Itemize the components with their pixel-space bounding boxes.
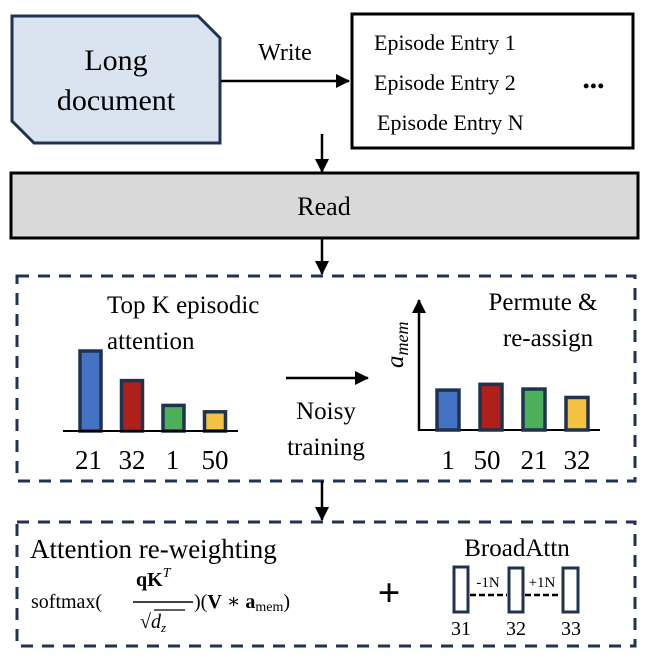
formula-close: )(: [194, 591, 208, 613]
bar-label-50: 50: [202, 445, 229, 475]
broadattn-node-32: [507, 566, 525, 614]
bar-32: [564, 395, 590, 432]
bar-label-21: 21: [521, 445, 548, 475]
read-block: Read: [9, 171, 640, 240]
bar-label-32: 32: [564, 445, 591, 475]
formula-z: z: [160, 620, 166, 635]
episode-box-frame: [350, 12, 635, 150]
topk-title-line2: attention: [107, 328, 195, 355]
bar-32: [119, 378, 145, 433]
long-document-shape: [10, 14, 222, 145]
broadattn-node-label-32: 32: [506, 618, 526, 640]
noisy-label-line1: Noisy: [296, 398, 356, 425]
svg-text:)(V ∗ amem): )(V ∗ amem): [194, 591, 290, 615]
read-label: Read: [297, 192, 350, 221]
reweight-panel: Attention re-weighting softmax( qKT √dz …: [30, 534, 581, 640]
broadattn-node-33: [561, 566, 580, 614]
topk-title-line1: Top K episodic: [107, 292, 259, 319]
episode-entry-1: Episode Entry 1: [374, 30, 516, 55]
formula-V: V: [207, 591, 222, 613]
bar-label-32: 32: [119, 445, 146, 475]
write-arrow: Write: [221, 40, 350, 88]
long-document-label-line2: document: [57, 84, 176, 117]
long-document-label-line1: Long: [84, 44, 147, 77]
broadattn-node-label-33: 33: [561, 618, 581, 640]
broadattn-link-label-minus: -1N: [476, 575, 499, 591]
formula-a: a: [245, 591, 255, 613]
read-box: [9, 171, 640, 240]
formula-end: ): [283, 591, 290, 613]
bar-label-21: 21: [75, 445, 102, 475]
amem-axis-label: amem: [382, 322, 412, 369]
episode-entry-2: Episode Entry 2: [374, 70, 516, 95]
amem-label-sub: mem: [392, 322, 412, 356]
bar-label-1: 1: [166, 445, 180, 475]
amem-label-main: a: [382, 356, 409, 369]
bar-21: [521, 387, 547, 432]
reweight-panel-frame: [15, 520, 637, 648]
svg-text:√dz: √dz: [140, 611, 166, 635]
bar-1: [161, 403, 186, 433]
formula-star: ∗: [222, 591, 246, 613]
topk-panel: Top K episodic attention 21 32 1 50 Noisy t…: [63, 289, 600, 475]
plus-icon: +: [378, 570, 401, 615]
formula-K: K: [147, 569, 163, 591]
ellipsis-icon: •••: [583, 76, 605, 96]
noisy-label-line2: training: [287, 434, 365, 461]
broadattn-title: BroadAttn: [464, 535, 570, 562]
formula-d: d: [151, 611, 162, 633]
formula-a-sub: mem: [255, 600, 283, 615]
topk-panel-frame: [15, 274, 637, 483]
svg-text:amem: amem: [382, 322, 412, 369]
episode-entry-n: Episode Entry N: [377, 110, 524, 135]
bar-50: [478, 382, 504, 432]
bar-50: [202, 410, 228, 433]
formula-softmax: softmax(: [31, 591, 102, 613]
formula-sqrt: √: [140, 611, 151, 633]
episode-memory-box: Episode Entry 1 Episode Entry 2 Episode …: [350, 12, 635, 150]
permute-title-line2: re-assign: [503, 325, 594, 352]
bar-label-1: 1: [441, 445, 455, 475]
svg-text:qKT: qKT: [136, 566, 172, 591]
broadattn-node-31: [452, 565, 470, 614]
formula-T: T: [163, 566, 172, 581]
reweight-title: Attention re-weighting: [30, 534, 277, 564]
bar-label-50: 50: [474, 445, 501, 475]
formula-q: q: [136, 569, 147, 591]
long-document-node: Long document: [10, 14, 222, 145]
broadattn-diagram: BroadAttn -1N +1N 31 32 33: [451, 535, 581, 640]
broadattn-link-label-plus: +1N: [529, 575, 556, 591]
write-label: Write: [258, 40, 312, 66]
bar-21: [78, 349, 103, 433]
broadattn-node-label-31: 31: [451, 618, 471, 640]
attention-formula: softmax( qKT √dz )(V ∗ amem): [31, 566, 290, 635]
permute-bar-chart: 1 50 21 32: [435, 382, 591, 475]
bar-1: [435, 388, 461, 432]
topk-bar-chart: 21 32 1 50: [75, 349, 229, 475]
permute-title-line1: Permute &: [488, 289, 597, 316]
